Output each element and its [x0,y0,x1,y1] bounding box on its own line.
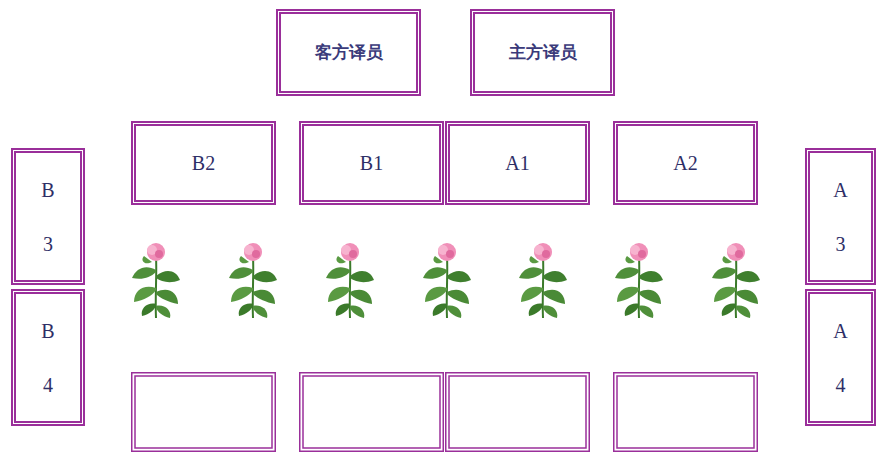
empty-seat-row [132,373,758,452]
delegate-seat: A1 [445,121,590,205]
flower [423,243,471,318]
empty-seat [300,373,444,452]
interpreter-seat: 客方译员 [276,9,421,96]
interpreter-seat: 主方译员 [470,9,615,96]
seat-label: A1 [505,152,529,175]
empty-seat [132,373,276,452]
seat-label: B 3 [38,163,58,271]
seat-label: B1 [360,152,383,175]
delegate-seat: B1 [299,121,444,205]
seat-label: A2 [673,152,697,175]
delegate-seat: A2 [613,121,758,205]
flower [229,243,277,318]
empty-seat [614,373,758,452]
flower-row [132,243,760,318]
side-seat: B 4 [11,289,85,426]
seat-label: 客方译员 [315,41,383,64]
flower [519,243,567,318]
seat-label: A 4 [831,304,851,412]
flower [326,243,374,318]
flower [615,243,663,318]
side-seat: B 3 [11,148,85,285]
side-seat: A 3 [805,148,876,285]
seat-label: B2 [192,152,215,175]
flower [712,243,760,318]
seat-label: 主方译员 [509,41,577,64]
flower [132,243,180,318]
seat-label: A 3 [831,163,851,271]
seat-label: B 4 [38,304,58,412]
delegate-seat: B2 [131,121,276,205]
side-seat: A 4 [805,289,876,426]
empty-seat [446,373,590,452]
